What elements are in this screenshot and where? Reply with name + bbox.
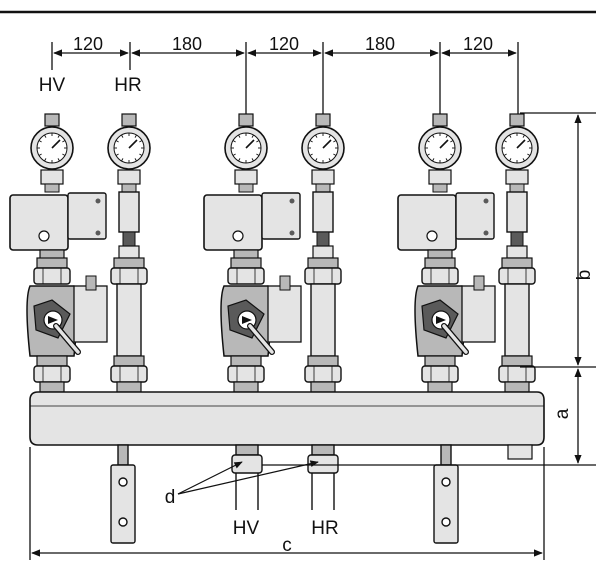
spacing-dimensions <box>51 42 519 116</box>
return-pipe <box>312 191 334 233</box>
height-dimension-b <box>520 112 596 368</box>
union-nut <box>110 267 148 285</box>
ball-valve-nut <box>311 169 335 185</box>
union-nut <box>110 365 148 383</box>
bypass-pipe <box>267 285 302 343</box>
wall-brackets <box>110 444 459 544</box>
return-pipe-lower <box>504 283 530 357</box>
bottom-return-label: HR <box>311 518 338 539</box>
gauge-needle <box>439 139 449 149</box>
pump-motor <box>9 194 69 251</box>
union-nut <box>304 267 342 285</box>
gauge-needle <box>245 139 255 149</box>
ball-valve-nut <box>117 169 141 185</box>
bypass-pipe <box>461 285 496 343</box>
gauge-stem <box>509 113 525 127</box>
pump-indicator-icon <box>232 230 244 242</box>
return-pipe-lower <box>310 283 336 357</box>
gauge-stem <box>432 113 448 127</box>
union-nut <box>498 267 536 285</box>
spacing-label-5: 120 <box>463 34 493 54</box>
union-nut <box>33 365 71 383</box>
pump-groups <box>9 113 539 393</box>
gauge-stem <box>315 113 331 127</box>
width-dimension-c <box>29 447 545 560</box>
pump-terminal-box <box>455 192 495 240</box>
union-nut <box>227 267 265 285</box>
gauge-stem <box>121 113 137 127</box>
gauge-needle <box>128 139 138 149</box>
gauge-needle <box>51 139 61 149</box>
bottom-connections <box>231 444 339 510</box>
width-label-c: c <box>282 535 292 556</box>
union-nut <box>33 267 71 285</box>
pump-motor <box>397 194 457 251</box>
top-return-label: HR <box>114 75 141 96</box>
pump-group-1 <box>9 113 151 393</box>
bottom-flow-label: HV <box>233 518 260 539</box>
ball-valve-nut <box>428 169 452 185</box>
check-valve-icon <box>316 231 330 247</box>
gauge-stem <box>44 113 60 127</box>
union-nut <box>421 365 459 383</box>
return-pipe <box>118 191 140 233</box>
spacing-label-3: 120 <box>269 34 299 54</box>
valve-pointer-icon <box>48 316 58 324</box>
gauge-needle <box>516 139 526 149</box>
check-valve-icon <box>122 231 136 247</box>
pump-indicator-icon <box>38 230 50 242</box>
distribution-manifold <box>29 391 545 460</box>
spacing-label-4: 180 <box>365 34 395 54</box>
spacing-label-1: 120 <box>73 34 103 54</box>
pump-terminal-box <box>261 192 301 240</box>
ball-valve-nut <box>40 169 64 185</box>
gauge-stem <box>238 113 254 127</box>
union-nut <box>421 267 459 285</box>
height-dimension-a <box>262 368 596 466</box>
union-nut <box>304 365 342 383</box>
bypass-pipe <box>73 285 108 343</box>
pump-indicator-icon <box>426 230 438 242</box>
connection-label: d <box>165 487 176 508</box>
height-label-a: a <box>552 408 573 419</box>
height-label-b: b <box>574 270 595 281</box>
spacing-label-2: 180 <box>172 34 202 54</box>
valve-pointer-icon <box>242 316 252 324</box>
union-nut <box>227 365 265 383</box>
return-pipe <box>506 191 528 233</box>
return-pipe-lower <box>116 283 142 357</box>
top-flow-label: HV <box>39 75 66 96</box>
check-valve-icon <box>510 231 524 247</box>
pump-terminal-box <box>67 192 107 240</box>
pump-group-2 <box>203 113 345 393</box>
pump-group-3 <box>397 113 539 393</box>
connection-leaders <box>177 460 319 495</box>
valve-pointer-icon <box>436 316 446 324</box>
gauge-needle <box>322 139 332 149</box>
ball-valve-nut <box>234 169 258 185</box>
ball-valve-nut <box>505 169 529 185</box>
pump-motor <box>203 194 263 251</box>
union-nut <box>498 365 536 383</box>
